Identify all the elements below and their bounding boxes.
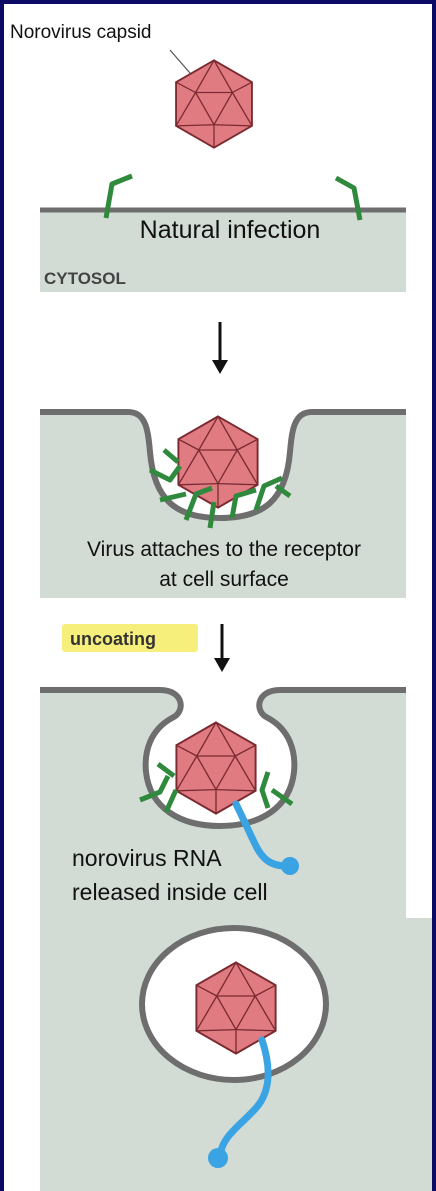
- uncoating-label: uncoating: [70, 629, 156, 649]
- cytosol-label: CYTOSOL: [44, 269, 126, 288]
- panel-virus-attachment: Virus attaches to the receptor at cell s…: [40, 412, 406, 598]
- panel-rna-release: norovirus RNA released inside cell: [40, 690, 432, 1191]
- natural-infection-label: Natural infection: [140, 216, 321, 244]
- rna-label-line2: released inside cell: [72, 879, 268, 905]
- attach-label-line1: Virus attaches to the receptor: [87, 538, 361, 561]
- attach-label-line2: at cell surface: [159, 568, 289, 591]
- rna-end: [281, 857, 299, 875]
- rna-label-line1: norovirus RNA: [72, 845, 222, 871]
- rna-end: [208, 1148, 228, 1168]
- capsid-label: Norovirus capsid: [10, 22, 152, 43]
